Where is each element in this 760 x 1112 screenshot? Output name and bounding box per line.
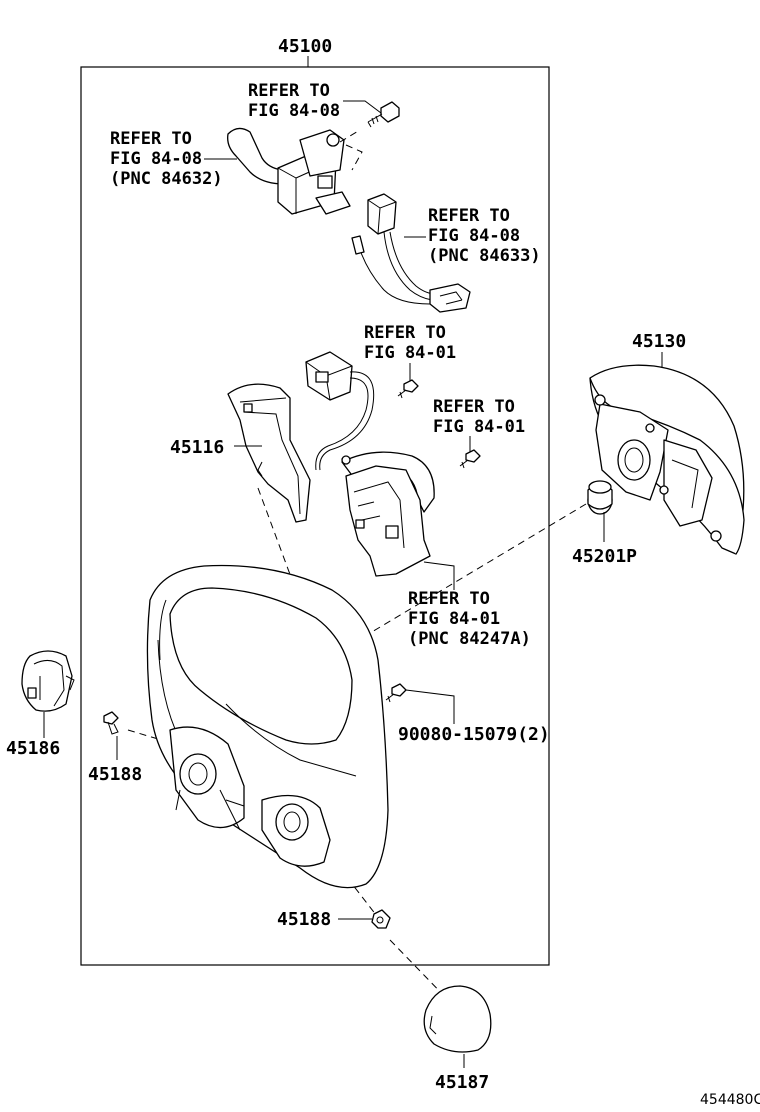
callout-refer-d-line1: REFER TO (364, 323, 446, 343)
callout-refer-f-line2: FIG 84-01 (408, 609, 500, 629)
plug-45201p (587, 480, 613, 515)
callout-refer-c-line1: REFER TO (428, 206, 510, 226)
wire-harness (351, 193, 471, 313)
airbag-module (589, 364, 745, 555)
callout-refer-b-line1: REFER TO (110, 129, 192, 149)
screw-right (459, 449, 481, 469)
catalog-number: 454480C (700, 1092, 760, 1108)
callout-refer-c-line2: FIG 84-08 (428, 226, 520, 246)
combination-switch (227, 127, 363, 215)
assembly-frame (80, 66, 550, 966)
switch-connector (305, 351, 375, 471)
switch-assembly-right (341, 451, 435, 577)
bolt-top (367, 101, 400, 128)
steering-wheel (146, 564, 389, 889)
callout-refer-e-line1: REFER TO (433, 397, 515, 417)
callout-refer-e[interactable]: REFER TO FIG 84-01 (433, 397, 525, 437)
part-45186[interactable]: 45186 (6, 738, 60, 759)
callout-refer-b-line3: (PNC 84632) (110, 169, 223, 189)
bolt-90080 (385, 683, 407, 703)
callout-refer-e-line2: FIG 84-01 (433, 417, 525, 437)
callout-refer-f-line3: (PNC 84247A) (408, 629, 531, 649)
part-45188-bottom[interactable]: 45188 (277, 909, 331, 930)
callout-refer-b[interactable]: REFER TO FIG 84-08 (PNC 84632) (110, 129, 223, 189)
bolt-45188-left (103, 711, 119, 735)
part-45188-left[interactable]: 45188 (88, 764, 142, 785)
part-45201p[interactable]: 45201P (572, 546, 637, 567)
cover-45186 (21, 650, 75, 712)
screw-upper (397, 379, 419, 399)
callout-refer-a[interactable]: REFER TO FIG 84-08 (248, 81, 340, 121)
callout-refer-c[interactable]: REFER TO FIG 84-08 (PNC 84633) (428, 206, 541, 266)
cap-45187 (423, 985, 492, 1053)
assembly-number[interactable]: 45100 (278, 36, 332, 57)
callout-refer-f-line1: REFER TO (408, 589, 490, 609)
switch-trim-left (227, 383, 311, 523)
part-45130[interactable]: 45130 (632, 331, 686, 352)
callout-refer-b-line2: FIG 84-08 (110, 149, 202, 169)
callout-refer-a-line2: FIG 84-08 (248, 101, 340, 121)
callout-refer-f[interactable]: REFER TO FIG 84-01 (PNC 84247A) (408, 589, 531, 649)
part-45187[interactable]: 45187 (435, 1072, 489, 1093)
callout-refer-a-line1: REFER TO (248, 81, 330, 101)
callout-refer-d[interactable]: REFER TO FIG 84-01 (364, 323, 456, 363)
part-45116[interactable]: 45116 (170, 437, 224, 458)
part-90080-15079[interactable]: 90080-15079(2) (398, 724, 550, 745)
bolt-45188-bottom (371, 909, 391, 929)
callout-refer-d-line2: FIG 84-01 (364, 343, 456, 363)
callout-refer-c-line3: (PNC 84633) (428, 246, 541, 266)
